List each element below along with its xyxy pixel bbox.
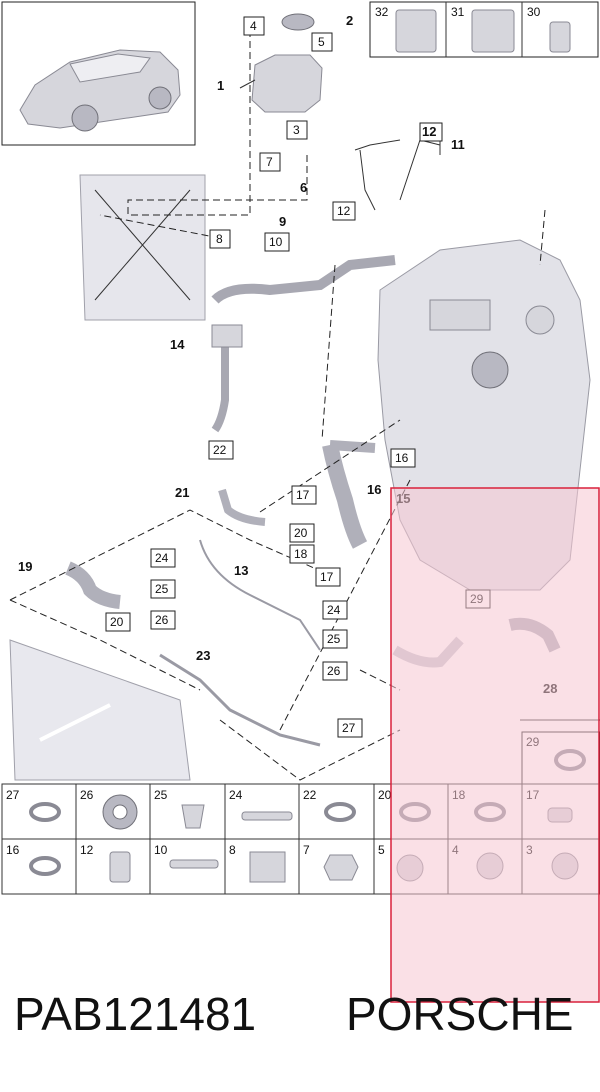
label-16: 16: [367, 482, 381, 497]
leader-lines: [9, 30, 600, 781]
grid-r1-label-5: 20: [378, 788, 392, 802]
grid-r2-label-4: 7: [303, 843, 310, 857]
boxed-label-25b: 25: [327, 632, 341, 646]
expansion-tank: [239, 13, 323, 113]
label-13: 13: [234, 563, 248, 578]
boxed-label-12: 12: [337, 204, 351, 218]
label-1: 1: [217, 78, 224, 93]
boxed-label-24b: 24: [327, 603, 341, 617]
grid-r1-label-2: 25: [154, 788, 168, 802]
pipe-assembly: [211, 255, 396, 433]
part-number: PAB121481: [14, 988, 256, 1040]
footer: PAB121481 PORSCHE: [14, 988, 573, 1040]
boxed-label-26b: 26: [327, 664, 341, 678]
brand-name: PORSCHE: [346, 988, 573, 1040]
label-11: 11: [451, 137, 465, 152]
top-part-label-0: 32: [375, 5, 389, 19]
hose-19: [65, 561, 121, 609]
grid-r1-label-0: 27: [6, 788, 20, 802]
grid-r1-label-4: 22: [303, 788, 317, 802]
boxed-label-10: 10: [269, 235, 283, 249]
hose-21: [218, 488, 266, 526]
top-part-label-2: 30: [527, 5, 541, 19]
boxed-label-26a: 26: [155, 613, 169, 627]
boxed-label-17b: 17: [320, 570, 334, 584]
grid-r1-label-1: 26: [80, 788, 94, 802]
grid-r2-label-5: 5: [378, 843, 385, 857]
highlight-region: [390, 487, 600, 1003]
boxed-label-7: 7: [266, 155, 273, 169]
boxed-label-12-top: 12: [422, 124, 436, 139]
boxed-label-27: 27: [342, 721, 356, 735]
grid-r2-label-1: 12: [80, 843, 94, 857]
boxed-label-8: 8: [216, 232, 223, 246]
boxed-label-22: 22: [213, 443, 227, 457]
label-2: 2: [346, 13, 353, 28]
boxed-label-16: 16: [395, 451, 409, 465]
boxed-label-5: 5: [318, 35, 325, 49]
boxed-label-17a: 17: [296, 488, 310, 502]
fluids-panel: 32 31 30: [369, 1, 599, 58]
grid-r2-label-0: 16: [6, 843, 20, 857]
boxed-label-25a: 25: [155, 582, 169, 596]
grid-r2-label-3: 8: [229, 843, 236, 857]
hose-16: [322, 440, 376, 549]
boxed-label-20a: 20: [294, 526, 308, 540]
label-19: 19: [18, 559, 32, 574]
label-21: 21: [175, 485, 189, 500]
label-9: 9: [279, 214, 286, 229]
radiator-frame: [79, 174, 206, 321]
boxed-label-20b: 20: [110, 615, 124, 629]
top-part-label-1: 31: [451, 5, 465, 19]
label-23: 23: [196, 648, 210, 663]
pipes-13-23: [159, 539, 321, 747]
boxed-label-24a: 24: [155, 551, 169, 565]
label-6: 6: [300, 180, 307, 195]
grid-r1-label-3: 24: [229, 788, 243, 802]
vehicle-thumbnail: [1, 1, 196, 146]
radiator: [9, 639, 191, 781]
boxed-label-3: 3: [293, 123, 300, 137]
boxed-label-4: 4: [250, 19, 257, 33]
label-14: 14: [170, 337, 185, 352]
boxed-label-18: 18: [294, 547, 308, 561]
grid-r2-label-2: 10: [154, 843, 168, 857]
